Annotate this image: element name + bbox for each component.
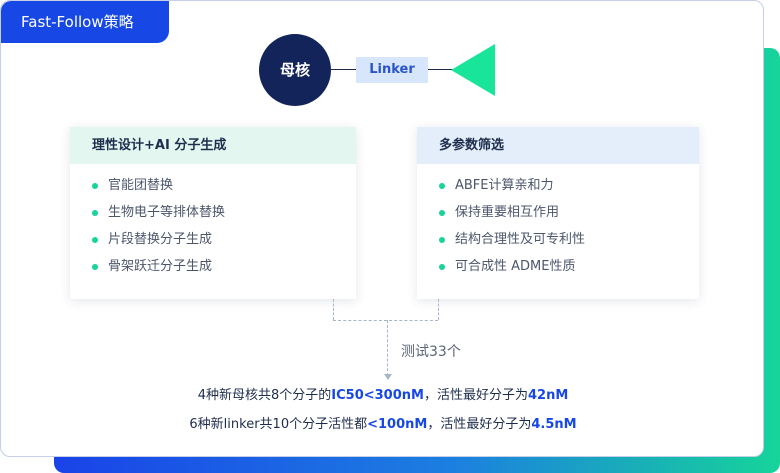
flow-line-down [387,320,388,376]
list-item: 保持重要相互作用 [439,203,699,230]
flow-line-merge [333,320,438,321]
highlight-activity: <100nM [367,417,428,432]
screening-list: ABFE计算亲和力 保持重要相互作用 结构合理性及可专利性 可合成性 ADME性… [417,164,699,284]
list-item: 官能团替换 [92,176,356,203]
test-count-label: 测试33个 [401,344,461,360]
strategy-card: Fast-Follow策略 母核 Linker 理性设计+AI 分子生成 官能团… [0,0,764,457]
arrow-down-icon [384,374,392,380]
design-box-title: 理性设计+AI 分子生成 [70,127,356,164]
strategy-tab: Fast-Follow策略 [1,1,169,43]
bullet-dot-icon [92,183,98,189]
fragment-triangle-icon [451,44,495,96]
bullet-dot-icon [439,183,445,189]
list-item: 生物电子等排体替换 [92,203,356,230]
highlight-ic50: IC50<300nM [331,388,424,403]
bullet-dot-icon [92,264,98,270]
list-item: 片段替换分子生成 [92,230,356,257]
result-line-1: 4种新母核共8个分子的IC50<300nM，活性最好分子为42nM [197,388,569,403]
highlight-best: 4.5nM [531,417,577,432]
list-item: ABFE计算亲和力 [439,176,699,203]
screening-box: 多参数筛选 ABFE计算亲和力 保持重要相互作用 结构合理性及可专利性 可合成性… [417,127,699,299]
bullet-dot-icon [439,237,445,243]
bullet-dot-icon [92,237,98,243]
list-item: 结构合理性及可专利性 [439,230,699,257]
list-item: 骨架跃迁分子生成 [92,257,356,284]
bullet-dot-icon [439,264,445,270]
bullet-dot-icon [92,210,98,216]
result-line-2: 6种新linker共10个分子活性都<100nM，活性最好分子为4.5nM [189,417,577,432]
flow-line-left [333,299,334,320]
linker-box: Linker [356,57,428,83]
core-circle: 母核 [259,34,331,106]
bullet-dot-icon [439,210,445,216]
flow-line-right [438,299,439,320]
design-list: 官能团替换 生物电子等排体替换 片段替换分子生成 骨架跃迁分子生成 [70,164,356,284]
design-box: 理性设计+AI 分子生成 官能团替换 生物电子等排体替换 片段替换分子生成 骨架… [70,127,356,299]
list-item: 可合成性 ADME性质 [439,257,699,284]
highlight-best: 42nM [527,388,569,403]
screening-box-title: 多参数筛选 [417,127,699,164]
